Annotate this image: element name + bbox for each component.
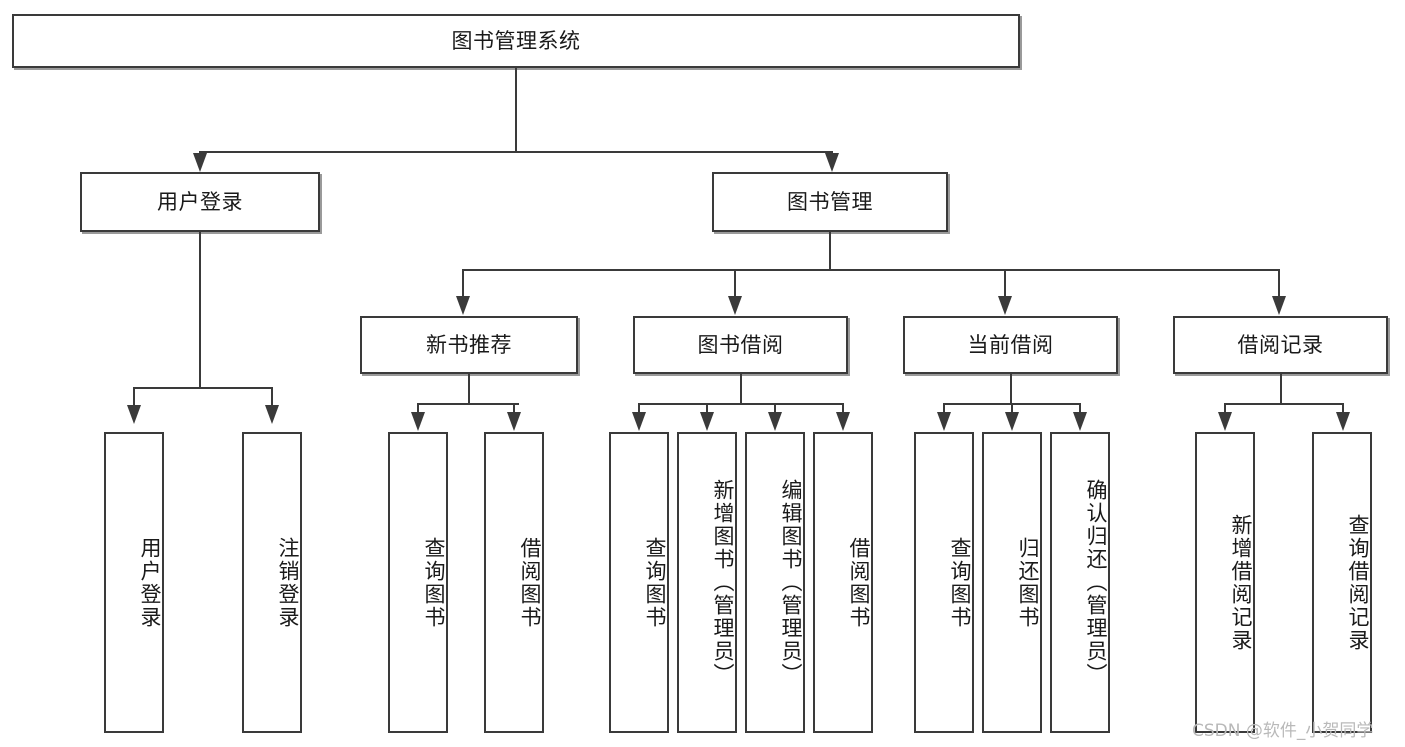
connector-book-borrow-stem <box>740 374 742 405</box>
connector-book-borrow-drop-3 <box>774 403 776 417</box>
arrowhead-to-current-borrow <box>998 296 1012 315</box>
node-label: 新增借阅记录 <box>1229 513 1253 652</box>
leaf-user-login-logout[interactable]: 注销登录 <box>242 432 302 733</box>
node-book-borrow[interactable]: 图书借阅 <box>633 316 848 374</box>
node-new-book-recommend[interactable]: 新书推荐 <box>360 316 578 374</box>
node-label: 图书借阅 <box>697 332 784 357</box>
node-user-login[interactable]: 用户登录 <box>80 172 320 232</box>
connector-root-stem <box>515 68 517 153</box>
arrowhead-book-borrow-leaf-4 <box>836 412 850 431</box>
connector-new-book-drop-1 <box>417 403 419 417</box>
arrowhead-book-borrow-leaf-1 <box>632 412 646 431</box>
node-label: 用户登录 <box>138 536 162 629</box>
leaf-new-book-borrow-book[interactable]: 借阅图书 <box>484 432 544 733</box>
connector-new-book-bus <box>417 403 519 405</box>
node-label: 查询图书 <box>643 536 667 629</box>
node-label: 图书管理系统 <box>451 28 581 53</box>
connector-current-borrow-drop-2 <box>1011 403 1013 417</box>
node-label: 查询图书 <box>948 536 972 629</box>
leaf-user-login-login[interactable]: 用户登录 <box>104 432 164 733</box>
arrowhead-user-login-leaf-1 <box>127 405 141 424</box>
leaf-new-book-query-book[interactable]: 查询图书 <box>388 432 448 733</box>
arrowhead-borrow-record-leaf-1 <box>1218 412 1232 431</box>
node-root-library-management-system[interactable]: 图书管理系统 <box>12 14 1020 68</box>
leaf-current-borrow-confirm-return-admin[interactable]: 确认归还（管理员） <box>1050 432 1110 733</box>
node-label: 新增图书（管理员） <box>711 479 735 686</box>
arrowhead-new-book-leaf-1 <box>411 412 425 431</box>
node-label: 新书推荐 <box>426 332 512 357</box>
leaf-borrow-record-query-record[interactable]: 查询借阅记录 <box>1312 432 1372 733</box>
connector-l3-drop-2 <box>734 269 736 299</box>
connector-book-borrow-drop-1 <box>638 403 640 417</box>
node-label: 用户登录 <box>157 189 243 214</box>
leaf-borrow-record-add-record[interactable]: 新增借阅记录 <box>1195 432 1255 733</box>
node-current-borrow[interactable]: 当前借阅 <box>903 316 1118 374</box>
connector-user-login-stem <box>199 232 201 389</box>
node-label: 确认归还（管理员） <box>1084 479 1108 686</box>
arrowhead-user-login-leaf-2 <box>265 405 279 424</box>
arrowhead-current-borrow-leaf-1 <box>937 412 951 431</box>
arrowhead-book-borrow-leaf-3 <box>768 412 782 431</box>
leaf-current-borrow-query-book[interactable]: 查询图书 <box>914 432 974 733</box>
leaf-book-borrow-add-book-admin[interactable]: 新增图书（管理员） <box>677 432 737 733</box>
leaf-book-borrow-edit-book-admin[interactable]: 编辑图书（管理员） <box>745 432 805 733</box>
connector-new-book-drop-2 <box>513 403 515 417</box>
connector-current-borrow-stem <box>1010 374 1012 405</box>
connector-book-management-bus <box>462 269 1280 271</box>
connector-l3-drop-1 <box>462 269 464 299</box>
connector-l3-drop-4 <box>1278 269 1280 299</box>
arrowhead-new-book-leaf-2 <box>507 412 521 431</box>
arrowhead-root-to-book-management <box>825 153 839 172</box>
connector-book-borrow-bus <box>638 403 842 405</box>
connector-l3-drop-3 <box>1004 269 1006 299</box>
arrowhead-root-to-user-login <box>193 153 207 172</box>
connector-user-login-drop-1 <box>133 387 135 409</box>
arrowhead-current-borrow-leaf-2 <box>1005 412 1019 431</box>
connector-current-borrow-drop-3 <box>1079 403 1081 417</box>
node-label: 归还图书 <box>1016 536 1040 629</box>
arrowhead-current-borrow-leaf-3 <box>1073 412 1087 431</box>
arrowhead-to-book-borrow <box>728 296 742 315</box>
arrowhead-borrow-record-leaf-2 <box>1336 412 1350 431</box>
connector-current-borrow-drop-1 <box>943 403 945 417</box>
leaf-book-borrow-query-book[interactable]: 查询图书 <box>609 432 669 733</box>
node-label: 借阅记录 <box>1237 332 1324 357</box>
node-borrow-record[interactable]: 借阅记录 <box>1173 316 1388 374</box>
connector-new-book-stem <box>468 374 470 405</box>
node-label: 借阅图书 <box>518 536 542 629</box>
node-label: 查询图书 <box>422 536 446 629</box>
connector-borrow-record-drop-1 <box>1224 403 1226 417</box>
connector-borrow-record-stem <box>1280 374 1282 405</box>
connector-book-borrow-drop-2 <box>706 403 708 417</box>
node-label: 注销登录 <box>276 536 300 629</box>
connector-borrow-record-drop-2 <box>1342 403 1344 417</box>
arrowhead-to-new-book-recommend <box>456 296 470 315</box>
connector-book-management-stem <box>829 232 831 271</box>
node-label: 借阅图书 <box>847 536 871 629</box>
leaf-book-borrow-borrow-book[interactable]: 借阅图书 <box>813 432 873 733</box>
connector-user-login-drop-2 <box>271 387 273 409</box>
arrowhead-book-borrow-leaf-2 <box>700 412 714 431</box>
node-label: 当前借阅 <box>967 332 1054 357</box>
node-label: 图书管理 <box>787 189 873 214</box>
connector-user-login-bus <box>133 387 273 389</box>
connector-root-bus <box>199 151 833 153</box>
arrowhead-to-borrow-record <box>1272 296 1286 315</box>
connector-book-borrow-drop-4 <box>842 403 844 417</box>
leaf-current-borrow-return-book[interactable]: 归还图书 <box>982 432 1042 733</box>
node-label: 查询借阅记录 <box>1346 513 1370 652</box>
node-book-management[interactable]: 图书管理 <box>712 172 948 232</box>
node-label: 编辑图书（管理员） <box>779 479 803 686</box>
connector-borrow-record-bus <box>1224 403 1342 405</box>
